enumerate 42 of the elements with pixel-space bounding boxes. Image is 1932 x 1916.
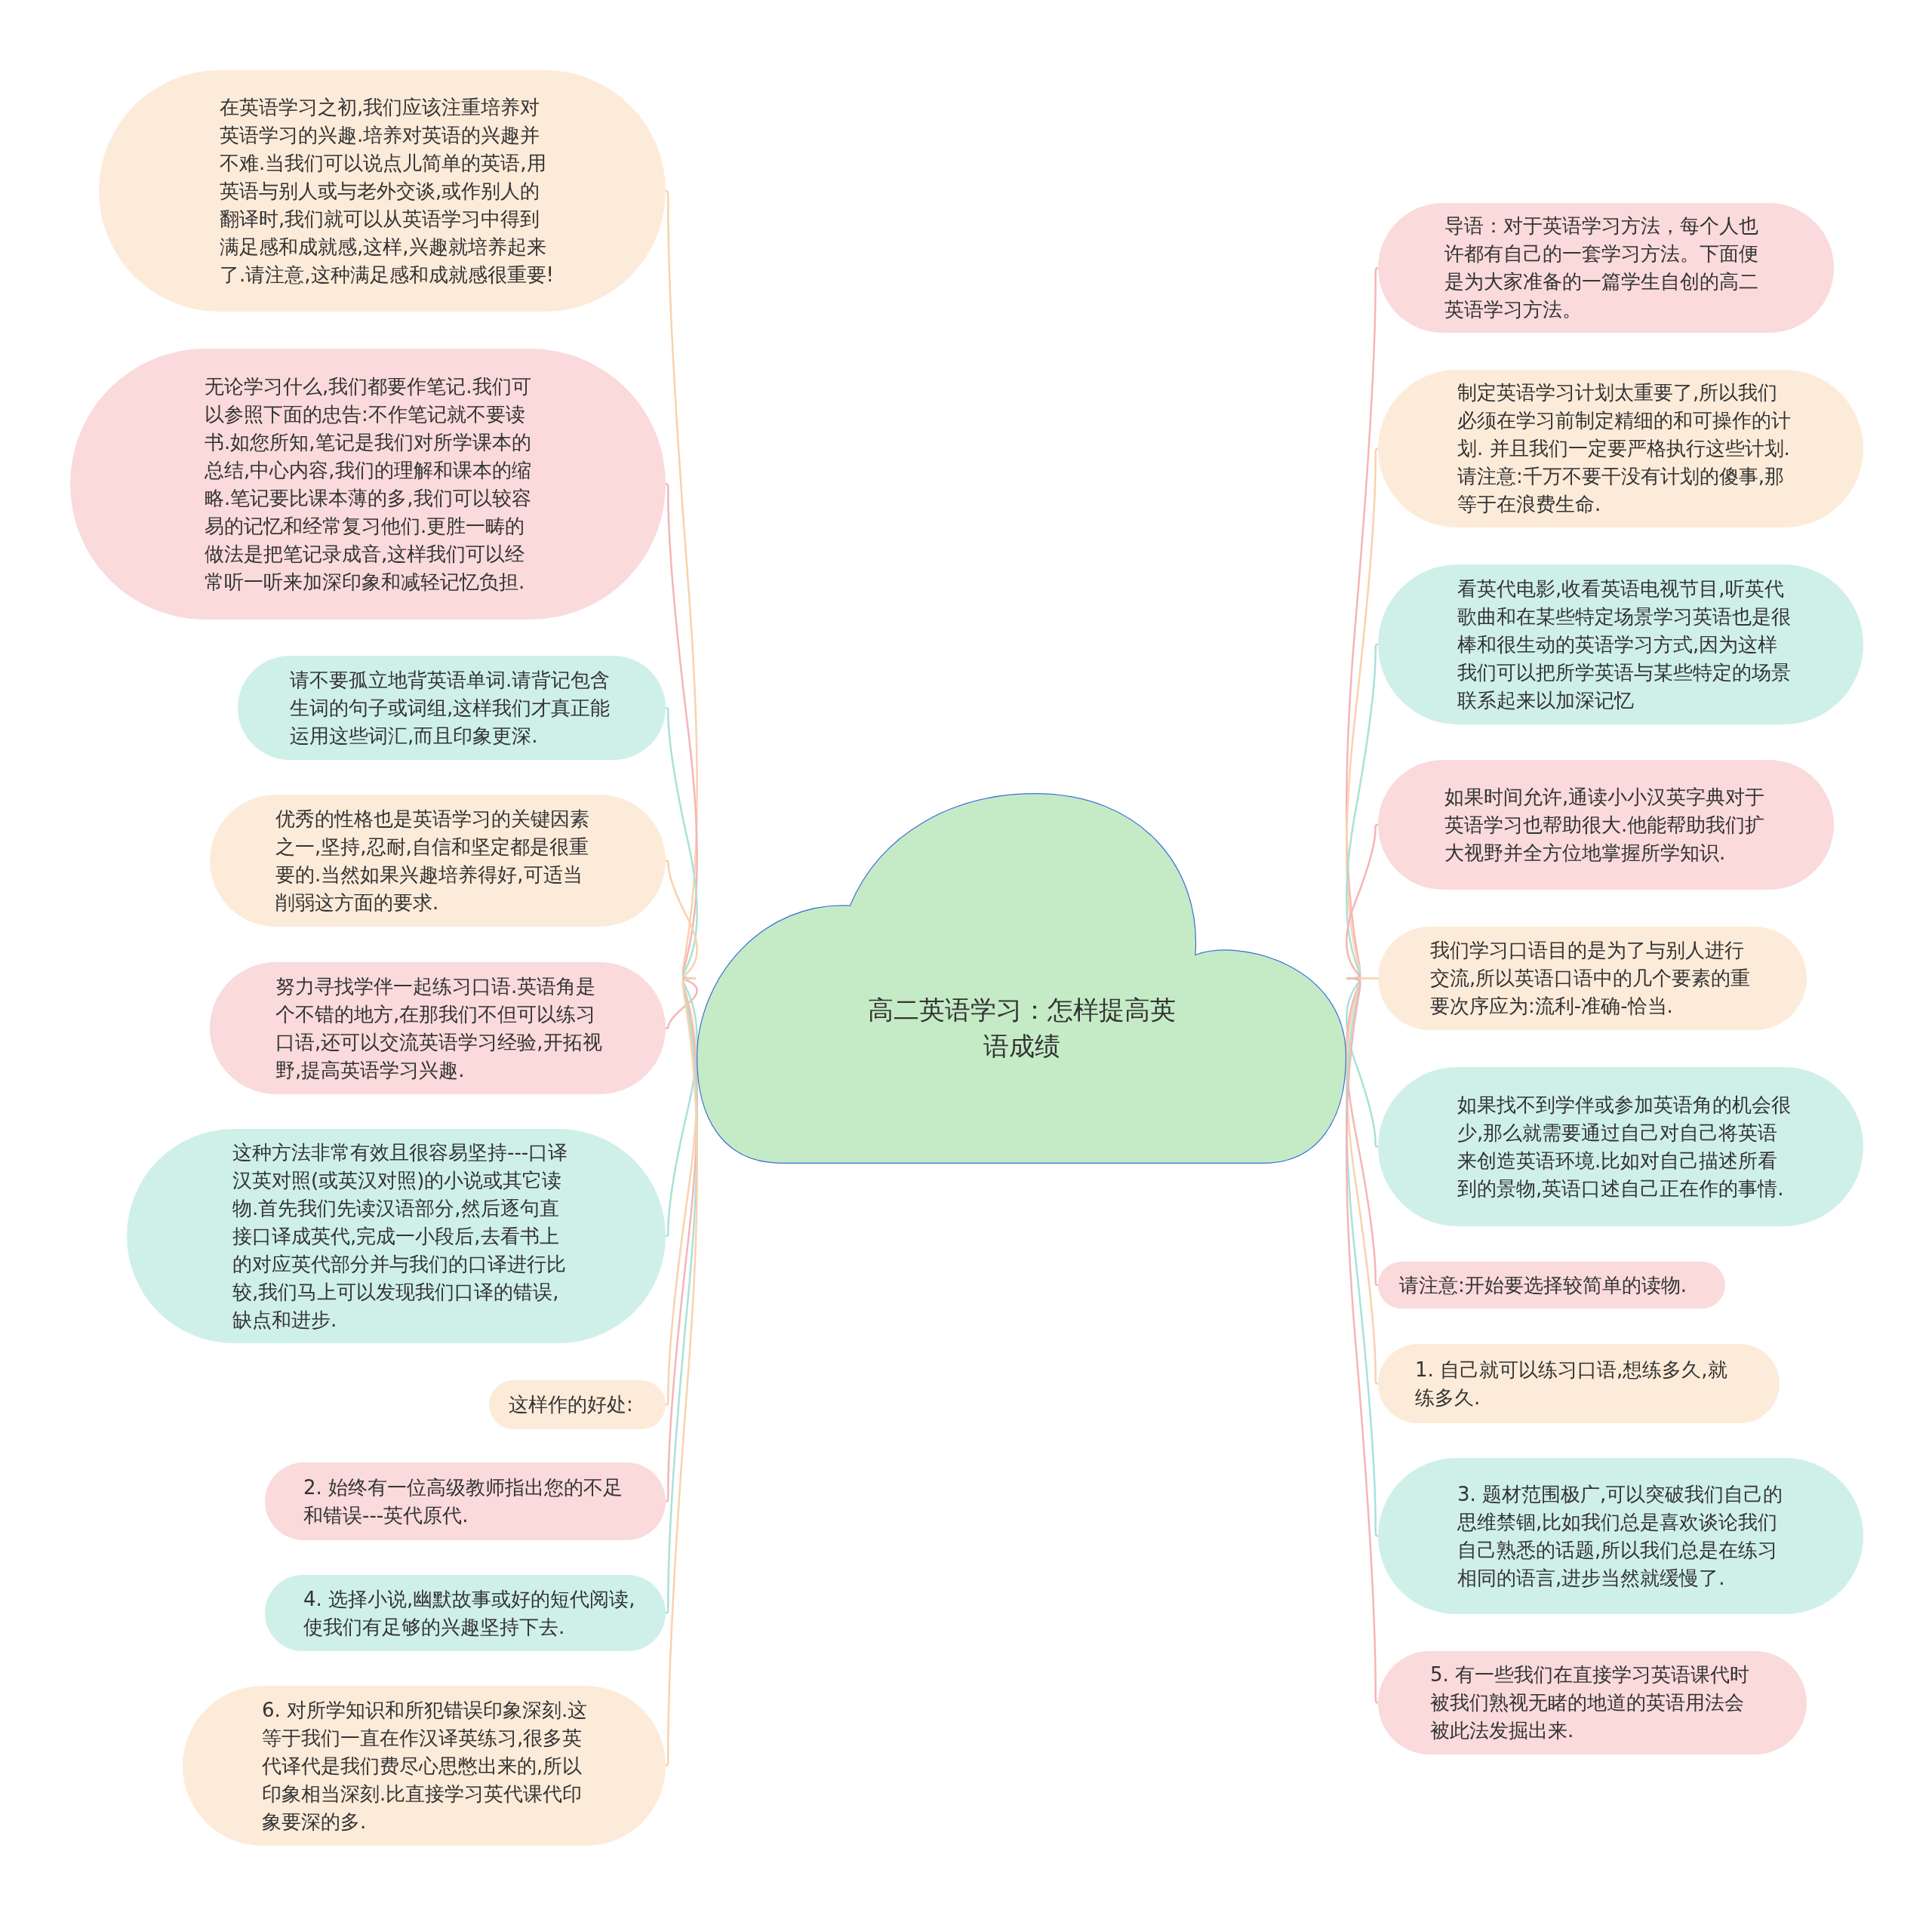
connector-line <box>1346 977 1380 1537</box>
connector-line <box>665 977 698 1029</box>
topic-bubble <box>1378 1262 1725 1309</box>
topic-text: 如果找不到学伴或参加英语角的机会很少,那么就需要通过自己对自己将英语来创造英语环境.比如对自己描述所看到的景物,英语口述自己正在作的事情. <box>1457 1092 1791 1201</box>
connector-line <box>665 977 698 1238</box>
connector-line <box>1346 823 1379 980</box>
topic-text: 看英代电影,收看英语电视节目,听英代歌曲和在某些特定场景学习英语也是很棒和很生动的英语学习方式,因为这样我们可以把所学英语与某些特定的场景联系起来以加深记忆 <box>1457 576 1792 713</box>
connector-line <box>1346 447 1380 980</box>
topic-text: 这样作的好处: <box>509 1392 634 1417</box>
topic-bubble <box>489 1380 666 1429</box>
topic-text: 努力寻找学伴一起练习口语.英语角是个不错的地方,在那我们不但可以练习口语,还可以交流英语学习经验,开拓视野,提高英语学习兴趣. <box>275 973 603 1083</box>
topic-text: 我们学习口语目的是为了与别人进行交流,所以英语口语中的几个要素的重要次序应为:流利-准确-恰当. <box>1430 938 1752 1019</box>
topic-text: 4. 选择小说,幽默故事或好的短代阅读,使我们有足够的兴趣坚持下去. <box>303 1586 635 1640</box>
topic-text: 5. 有一些我们在直接学习英语课代时被我们熟视无睹的地道的英语用法会被此法发掘出来. <box>1430 1662 1751 1743</box>
topic-text: 请不要孤立地背英语单词.请背记包含生词的句子或词组,这样我们才真正能运用这些词汇,而且印象更深. <box>290 667 611 749</box>
topic-bubble <box>183 1686 666 1846</box>
connector-line <box>1346 977 1379 1385</box>
topic-text: 在英语学习之初,我们应该注重培养对英语学习的兴趣.培养对英语的兴趣并不难.当我们可以说点儿简单的英语,用英语与别人或与老外交谈,或作别人的翻译时,我们就可以从英语学习中得到满足感和成就感,这样,兴趣就培养起来了.请注意,这种满足感和成就感很重要! <box>220 94 555 288</box>
topic-text: 这种方法非常有效且很容易坚持---口译汉英对照(或英汉对照)的小说或其它读物.首先我们先读汉语部分,然后逐句直接口译成英代,完成一小段后,去看书上的对应英代部分并与我们的口译进行比较,我们马上可以发现我们口译的错误,缺点和进步. <box>232 1139 569 1333</box>
topic-text: 1. 自己就可以练习口语,想练多久,就练多久. <box>1415 1357 1728 1410</box>
topic-text: 请注意:开始要选择较简单的读物. <box>1399 1272 1688 1298</box>
topic-text: 无论学习什么,我们都要作笔记.我们可以参照下面的忠告:不作笔记就不要读书.如您所知,笔记是我们对所学课本的总结,中心内容,我们的理解和课本的缩略.笔记要比课本薄的多,我们可以较容易的记忆和经常复习他们.更胜一畴的做法是把笔记录成音,这样我们可以经常听一听来加深印象和减轻记忆负担. <box>205 374 532 595</box>
topic-text: 6. 对所学知识和所犯错误印象深刻.这等于我们一直在作汉译英练习,很多英代译代是我们费尽心思憋出来的,所以印象相当深刻.比直接学习英代课代印象要深的多. <box>262 1697 589 1835</box>
connector-line <box>665 977 698 1406</box>
connector-line <box>665 860 698 980</box>
topic-bubble <box>265 1575 666 1651</box>
connector-line <box>1346 644 1379 980</box>
topic-text: 如果时间允许,通读小小汉英字典对于英语学习也帮助很大.他能帮助我们扩大视野并全方位地掌握所学知识. <box>1444 784 1766 866</box>
topic-text: 2. 始终有一位高级教师指出您的不足和错误---英代原代. <box>303 1475 624 1528</box>
topic-text: 优秀的性格也是英语学习的关键因素之一,坚持,忍耐,自信和坚定都是很重要的.当然如果兴趣培养得好,可适当削弱这方面的要求. <box>275 806 590 915</box>
connector-line <box>1346 977 1379 1286</box>
connector-line <box>1346 977 1380 1703</box>
topic-text: 3. 题材范围极广,可以突破我们自己的思维禁锢,比如我们总是喜欢谈论我们自己熟悉的话题,所以我们总是在练习相同的语言,进步当然就缓慢了. <box>1457 1481 1784 1591</box>
topic-bubble <box>265 1462 666 1540</box>
topic-text: 制定英语学习计划太重要了,所以我们必须在学习前制定精细的和可操作的计划. 并且我们一定要严格执行这些计划.请注意:千万不要干没有计划的傻事,那等于在浪费生命. <box>1457 380 1792 517</box>
topic-bubble <box>1378 1458 1863 1614</box>
central-topic-text: 高二英语学习：怎样提高英语成绩 <box>866 993 1177 1063</box>
topic-bubble <box>1378 203 1834 333</box>
topic-bubble <box>1378 1344 1780 1423</box>
topic-text: 导语：对于英语学习方法，每个人也许都有自己的一套学习方法。下面便是为大家准备的一篇学生自创的高二英语学习方法。 <box>1444 214 1759 322</box>
connector-line <box>1346 977 1379 1148</box>
topic-bubble <box>1378 1651 1807 1755</box>
